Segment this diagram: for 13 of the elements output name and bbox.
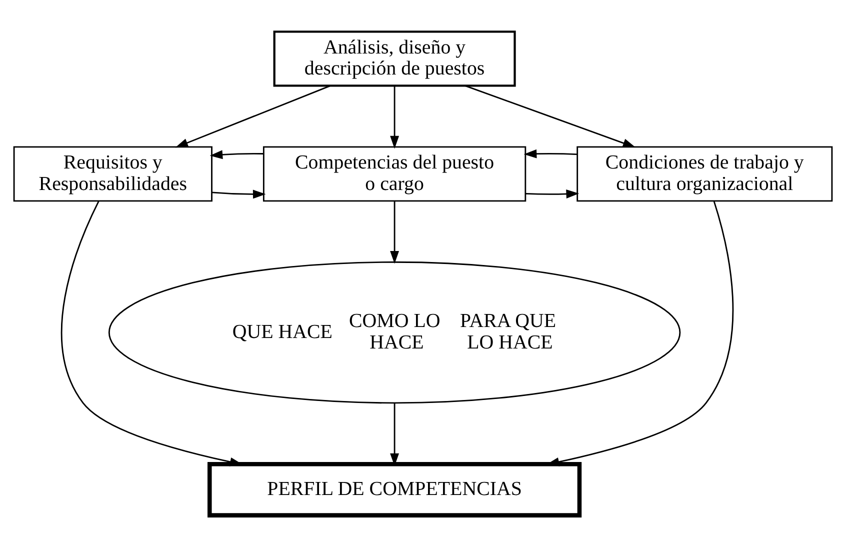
node-box: Condiciones de trabajo y cultura organizacional <box>576 146 833 202</box>
arrow <box>390 86 400 149</box>
node-box: PERFIL DE COMPETENCIAS <box>208 462 582 518</box>
node-box: Análisis, diseño y descripción de puestos <box>273 30 516 87</box>
arrow <box>390 201 400 264</box>
arrow <box>175 85 330 148</box>
arrow <box>465 85 636 148</box>
node-box: Competencias del puesto o cargo <box>262 146 526 202</box>
arrow <box>526 190 580 198</box>
arrow <box>212 190 266 199</box>
arrow <box>210 150 264 160</box>
arrow <box>524 149 577 158</box>
node-box: Requisitos y Responsabilidades <box>13 146 212 202</box>
